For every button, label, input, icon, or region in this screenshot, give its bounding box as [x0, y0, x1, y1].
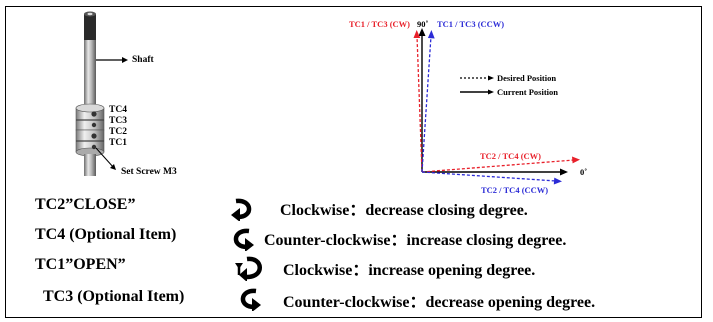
row-name: TC1”OPEN” [35, 256, 126, 273]
set-screw-pointer [95, 147, 115, 169]
instruction-row-tc2: TC2”CLOSE” [35, 196, 135, 214]
row-name: TC3 (Optional Item) [43, 288, 185, 305]
tc13-ccw-label: TC1 / TC3 (CCW) [437, 19, 505, 29]
vector-tc24-ccw [421, 171, 557, 182]
tc24-cw-label: TC2 / TC4 (CW) [480, 151, 541, 161]
deg-0-label: 0˚ [580, 167, 588, 177]
instruction-row-tc4: TC4 (Optional Item) [35, 226, 176, 244]
clockwise-arrow-icon [231, 198, 252, 221]
instruction-desc-tc2: Clockwise：decrease closing degree. [280, 196, 528, 220]
vector-tc24-cw [421, 159, 575, 173]
shaft-assembly-illustration [75, 11, 128, 176]
tc24-ccw-label: TC2 / TC4 (CCW) [481, 185, 549, 195]
tc2-label: TC2 [109, 127, 127, 137]
counter-clockwise-arrow-icon [240, 288, 261, 311]
shaft-label: Shaft [132, 55, 154, 65]
row-name: TC4 (Optional Item) [35, 226, 177, 243]
tc4-label: TC4 [109, 105, 127, 115]
row-desc: Counter-clockwise：decrease opening degre… [283, 294, 596, 311]
instruction-desc-tc3: Counter-clockwise：decrease opening degre… [283, 288, 595, 312]
legend-current-label: Current Position [497, 87, 558, 97]
row-desc: Clockwise：increase opening degree. [283, 262, 536, 279]
vector-tc13-cw [416, 35, 423, 173]
legend-desired-label: Desired Position [497, 73, 557, 83]
screw-tc2 [91, 122, 97, 128]
tc13-cw-label: TC1 / TC3 (CW) [349, 19, 410, 29]
row-name: TC2”CLOSE” [35, 196, 136, 213]
diagram-frame [5, 6, 702, 318]
tc1-label: TC1 [109, 138, 127, 148]
counter-clockwise-arrow-icon [233, 228, 254, 251]
deg-90-label: 90˚ [417, 19, 429, 29]
screw-tc4 [91, 111, 97, 117]
screw-tc1 [91, 144, 97, 150]
set-screw-label: Set Screw M3 [121, 167, 177, 177]
instruction-row-tc3: TC3 (Optional Item) [43, 288, 184, 306]
position-vector-diagram [413, 28, 580, 185]
shaft-tip [84, 14, 96, 40]
instruction-desc-tc1: Clockwise：increase opening degree. [283, 256, 535, 280]
instruction-row-tc1: TC1”OPEN” [35, 256, 126, 274]
vector-tc13-ccw [421, 35, 432, 173]
clockwise-arrow-icon [235, 256, 262, 281]
screw-tc3 [91, 133, 97, 139]
tc3-label: TC3 [109, 116, 127, 126]
instruction-desc-tc4: Counter-clockwise：increase closing degre… [264, 226, 566, 250]
row-desc: Clockwise：decrease closing degree. [280, 202, 528, 219]
row-desc: Counter-clockwise：increase closing degre… [264, 232, 567, 249]
